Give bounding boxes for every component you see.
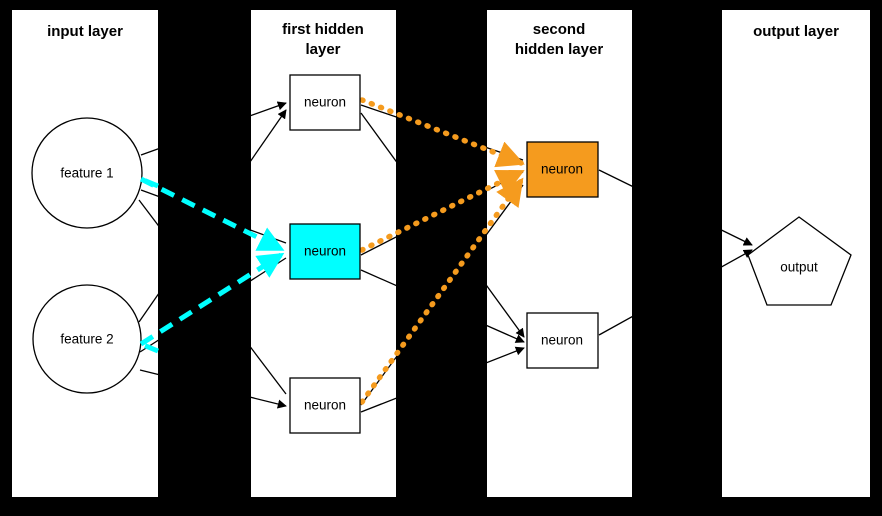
hidden1-neuron-3-label: neuron [304,398,346,413]
orange-highlight-edges [359,97,525,405]
feature-2-label: feature 2 [60,332,113,347]
edge-highlight-feature2-to-cyan-neuron [139,252,285,347]
hidden1-neuron-3-box [289,377,361,434]
node-hidden2-neuron-1[interactable]: neuron [526,141,599,198]
feature-1-circle [31,117,143,229]
edge-highlight-hidden1n1-to-orange-neuron [359,97,525,168]
hidden2-neuron-1-label: neuron [541,162,583,177]
hidden2-neuron-2-label: neuron [541,333,583,348]
panel-title-first-hidden-line1: first hidden [282,21,364,38]
hidden1-neuron-1-label: neuron [304,95,346,110]
edges-hidden2-to-output [598,169,753,336]
edge-hidden2n2-to-output [598,249,753,336]
edge-feature1-to-hidden1-neuron3 [138,199,287,395]
panel-title-input: input layer [47,23,123,40]
node-feature-1[interactable]: feature 1 [31,117,143,229]
panel-input-layer[interactable]: input layer [12,10,158,497]
edge-feature1-to-hidden1-neuron1 [140,101,287,156]
edge-highlight-feature2-tail [140,341,159,354]
edge-highlight-feature1-tail [140,176,159,189]
feature-2-circle [32,284,142,394]
node-hidden1-neuron-1[interactable]: neuron [289,74,361,131]
node-hidden1-neuron-3[interactable]: neuron [289,377,361,434]
hidden2-neuron-2-box [526,312,599,369]
hidden1-neuron-2-label: neuron [304,244,346,259]
panel-second-hidden-layer[interactable]: second hidden layer [487,10,632,497]
node-feature-2[interactable]: feature 2 [32,284,142,394]
edge-highlight-feature1-to-cyan-neuron [139,176,285,252]
feature-1-label: feature 1 [60,166,113,181]
edge-highlight-hidden1n2-to-orange-neuron [359,169,525,253]
node-hidden2-neuron-2[interactable]: neuron [526,312,599,369]
hidden2-neuron-1-box [526,141,599,198]
node-output[interactable]: output [747,216,852,306]
panel-title-output: output layer [753,23,839,40]
node-hidden1-neuron-2[interactable]: neuron [289,223,361,280]
panel-background-input [12,10,158,497]
edges-hidden1-to-hidden2 [360,104,525,413]
cyan-highlight-edges [139,176,285,354]
edge-hidden1n1-to-hidden2n2 [360,112,525,338]
edge-feature2-to-hidden1-neuron3 [139,369,287,409]
hidden1-neuron-2-box [289,223,361,280]
output-pentagon [747,216,852,306]
panel-title-second-hidden-line2: hidden layer [515,41,604,58]
panel-background-second-hidden [487,10,632,497]
panel-title-first-hidden-line2: layer [305,41,340,58]
edge-hidden2n1-to-output [598,169,753,246]
hidden1-neuron-1-box [289,74,361,131]
output-label: output [780,260,818,275]
panel-title-second-hidden-line1: second [533,21,586,38]
edge-hidden1n2-to-hidden2n2 [360,269,525,343]
edge-hidden1n3-to-hidden2n2 [360,346,525,413]
